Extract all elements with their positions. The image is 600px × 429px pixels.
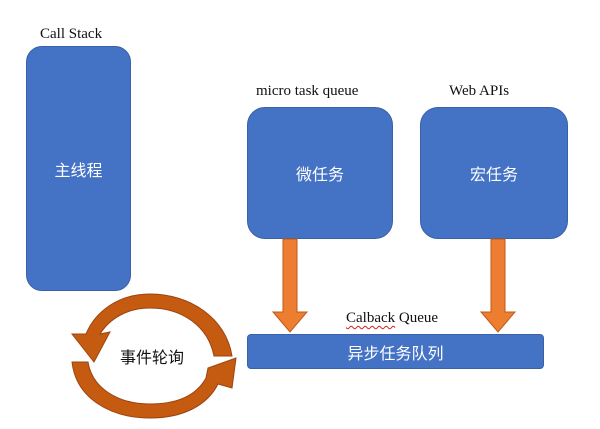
main-thread-label: 主线程: [54, 160, 103, 180]
async-task-queue-label: 异步任务队列: [347, 343, 444, 363]
micro-task-box: 微任务: [247, 107, 393, 239]
callback-queue-title: Calback Queue: [346, 309, 438, 327]
micro-task-queue-title: micro task queue: [256, 83, 359, 99]
call-stack-title: Call Stack: [40, 26, 103, 42]
event-loop-lower-arrow: [71, 357, 237, 419]
async-task-queue-box: 异步任务队列: [247, 334, 544, 369]
callback-queue-title-word: Calback: [346, 310, 396, 326]
event-loop-upper-arrow: [70, 293, 233, 363]
event-loop-label: 事件轮询: [120, 348, 185, 367]
micro-task-down-arrow: [271, 238, 309, 333]
macro-task-label: 宏任务: [469, 165, 518, 184]
micro-task-label: 微任务: [295, 165, 344, 184]
callback-queue-title-rest: Queue: [395, 310, 439, 326]
web-apis-title: Web APIs: [449, 83, 510, 99]
web-apis-down-arrow: [479, 238, 517, 333]
macro-task-box: 宏任务: [420, 107, 568, 239]
event-loop-cycle-arrows: [70, 293, 237, 419]
main-thread-box: 主线程: [26, 46, 131, 291]
